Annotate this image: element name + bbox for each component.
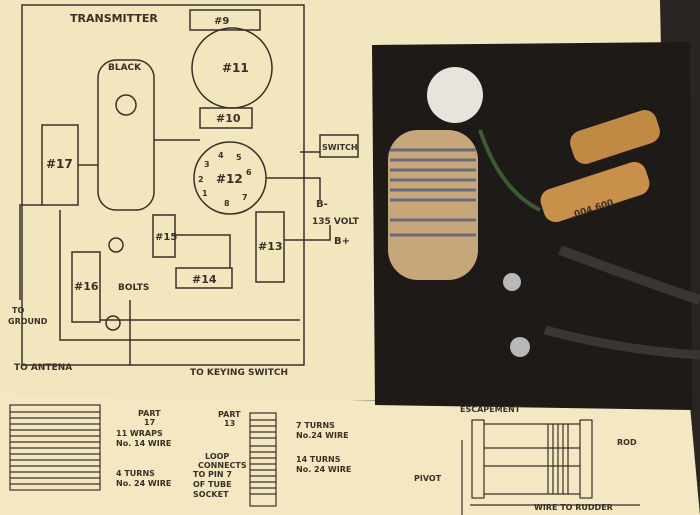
part-16-label: #16 — [74, 280, 99, 293]
part-17-label: #17 — [46, 157, 73, 171]
tube-socket — [427, 67, 483, 123]
to-ground-label: TO — [12, 306, 24, 315]
loop-label: OF TUBE — [193, 480, 232, 489]
wire-to-rudder-label: WIRE TO RUDDER — [534, 503, 613, 512]
turns7-label: 7 TURNS — [296, 421, 335, 430]
switch-label: SWITCH — [322, 143, 358, 152]
escapement-title: ESCAPEMENT — [460, 405, 521, 414]
part17-label: PART — [138, 409, 161, 418]
pin-label: 2 — [198, 175, 204, 184]
part-13-label: #13 — [258, 240, 283, 253]
loop-label: TO PIN 7 — [193, 470, 232, 479]
voltage-label: 135 VOLT — [312, 217, 360, 227]
pivot-label: PIVOT — [414, 474, 442, 483]
part13-label: 13 — [224, 419, 235, 428]
part-9-label: #9 — [214, 16, 229, 27]
to-keying-switch-label: TO KEYING SWITCH — [190, 368, 288, 378]
turns7-label: No.24 WIRE — [296, 431, 349, 440]
wraps-label: No. 14 WIRE — [116, 439, 171, 448]
b-plus-label: B+ — [334, 236, 350, 247]
circuit-board: .004 600 — [372, 42, 700, 410]
capacitor — [540, 161, 650, 223]
loop-label: LOOP — [205, 452, 229, 461]
coil-paper — [0, 395, 700, 515]
pin-label: 8 — [224, 199, 230, 208]
b-minus-label: B- — [316, 199, 328, 210]
part-15-label: #15 — [155, 232, 177, 243]
coil-drawings — [9, 404, 640, 515]
wraps-label: 11 WRAPS — [116, 429, 163, 438]
pin-label: 3 — [204, 160, 210, 169]
turns4-label: 4 TURNS — [116, 469, 155, 478]
schematic-wiring — [19, 4, 359, 366]
rod-label: ROD — [617, 438, 637, 447]
part13-label: PART — [218, 410, 241, 419]
turns14-label: 14 TURNS — [296, 455, 341, 464]
pin-label: 4 — [218, 151, 224, 160]
pin-label: 7 — [242, 193, 248, 202]
black-label: BLACK — [108, 63, 142, 73]
part17-label: 17 — [144, 418, 155, 427]
part-12-label: #12 — [216, 172, 243, 186]
capacitor — [570, 110, 660, 164]
loop-label: CONNECTS — [198, 461, 247, 470]
part-11-label: #11 — [222, 61, 249, 75]
to-antenna-label: TO ANTENA — [14, 363, 72, 373]
to-ground-label: GROUND — [8, 317, 48, 326]
turns14-label: No. 24 WIRE — [296, 465, 351, 474]
bolts-label: BOLTS — [118, 283, 149, 293]
coil-form — [388, 130, 478, 280]
pin-label: 1 — [202, 189, 208, 198]
part-10-label: #10 — [216, 112, 241, 125]
schematic-title: TRANSMITTER — [70, 12, 158, 25]
pin-label: 6 — [246, 168, 252, 177]
part-14-label: #14 — [192, 273, 217, 286]
loop-label: SOCKET — [193, 490, 229, 499]
turns4-label: No. 24 WIRE — [116, 479, 171, 488]
pin-label: 5 — [236, 153, 242, 162]
